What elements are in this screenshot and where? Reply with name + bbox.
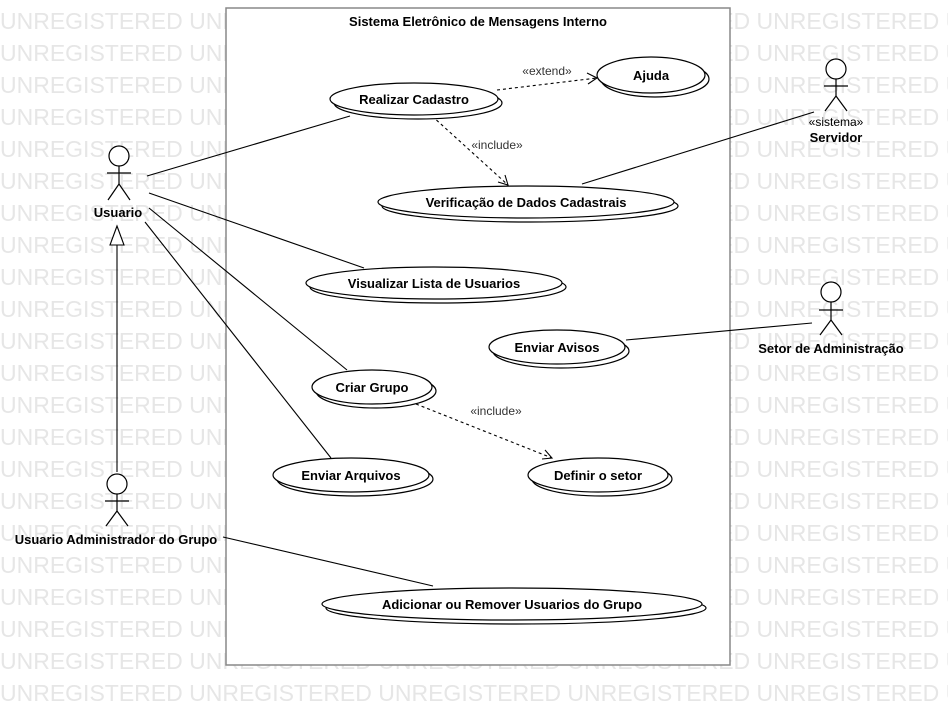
usecase-label: Visualizar Lista de Usuarios — [348, 276, 520, 291]
usecase-label: Verificação de Dados Cadastrais — [426, 195, 627, 210]
assoc-usuario-enviar-arquivos[interactable] — [144, 221, 332, 459]
usecase-label: Ajuda — [633, 68, 670, 83]
usecase-enviar-arquivos[interactable]: Enviar Arquivos — [272, 457, 434, 497]
actor-usuario[interactable]: Usuario — [94, 145, 142, 220]
assoc-admin-adicionar-remover[interactable] — [222, 536, 434, 587]
extend-label: «extend» — [522, 64, 572, 78]
include-label: «include» — [471, 138, 523, 152]
include-label: «include» — [470, 404, 522, 418]
usecase-criar-grupo[interactable]: Criar Grupo — [311, 369, 437, 409]
include-criar-definir[interactable]: «include» — [415, 403, 554, 460]
arrowhead-open — [541, 449, 554, 460]
system-title: Sistema Eletrônico de Mensagens Interno — [349, 14, 607, 29]
usecase-realizar-cadastro[interactable]: Realizar Cadastro — [329, 82, 503, 120]
extend-realizar-ajuda[interactable]: «extend» — [496, 64, 599, 91]
generalization-arrowhead — [109, 224, 125, 246]
actor-head — [825, 58, 847, 80]
usecase-verificacao-dados[interactable]: Verificação de Dados Cadastrais — [377, 185, 679, 223]
include-realizar-verificacao[interactable]: «include» — [431, 115, 523, 186]
usecase-label: Criar Grupo — [336, 380, 409, 395]
usecase-label: Adicionar ou Remover Usuarios do Grupo — [382, 597, 642, 612]
generalization-admin-usuario[interactable] — [109, 224, 125, 472]
actor-stereotype: «sistema» — [809, 115, 864, 129]
usecase-label: Enviar Arquivos — [301, 468, 400, 483]
actor-head — [820, 281, 842, 303]
dependencies: «extend» «include» «include» — [415, 64, 599, 460]
system-boundary[interactable]: Sistema Eletrônico de Mensagens Interno — [225, 7, 731, 666]
assoc-usuario-visualizar-lista[interactable] — [148, 192, 365, 269]
assoc-servidor-verificacao[interactable] — [581, 111, 815, 185]
actor-name: Usuario — [94, 205, 142, 220]
usecase-ajuda[interactable]: Ajuda — [596, 56, 710, 98]
watermark-row: UNREGISTERED UNREGISTERED UNREGISTERED U… — [0, 680, 948, 706]
arrowhead-open — [497, 174, 509, 186]
usecase-visualizar-lista[interactable]: Visualizar Lista de Usuarios — [305, 266, 567, 304]
usecase-enviar-avisos[interactable]: Enviar Avisos — [488, 329, 630, 369]
usecase-adicionar-remover[interactable]: Adicionar ou Remover Usuarios do Grupo — [321, 587, 707, 625]
assoc-usuario-realizar-cadastro[interactable] — [146, 115, 351, 177]
actor-admin-grupo[interactable]: Usuario Administrador do Grupo — [15, 473, 218, 547]
actor-servidor[interactable]: «sistema» Servidor — [809, 58, 864, 145]
actor-name: Usuario Administrador do Grupo — [15, 532, 218, 547]
actor-head — [108, 145, 130, 167]
associations — [144, 111, 815, 587]
assoc-usuario-criar-grupo[interactable] — [148, 207, 348, 371]
usecase-label: Enviar Avisos — [514, 340, 599, 355]
actor-name: Servidor — [810, 130, 863, 145]
usecase-label: Definir o setor — [554, 468, 642, 483]
usecase-definir-setor[interactable]: Definir o setor — [527, 457, 673, 497]
arrowhead-open — [586, 72, 599, 85]
assoc-setor-enviar-avisos[interactable] — [625, 322, 813, 341]
actor-head — [106, 473, 128, 495]
actor-setor-administracao[interactable]: Setor de Administração — [758, 281, 904, 356]
usecase-label: Realizar Cadastro — [359, 92, 469, 107]
actor-name: Setor de Administração — [758, 341, 904, 356]
